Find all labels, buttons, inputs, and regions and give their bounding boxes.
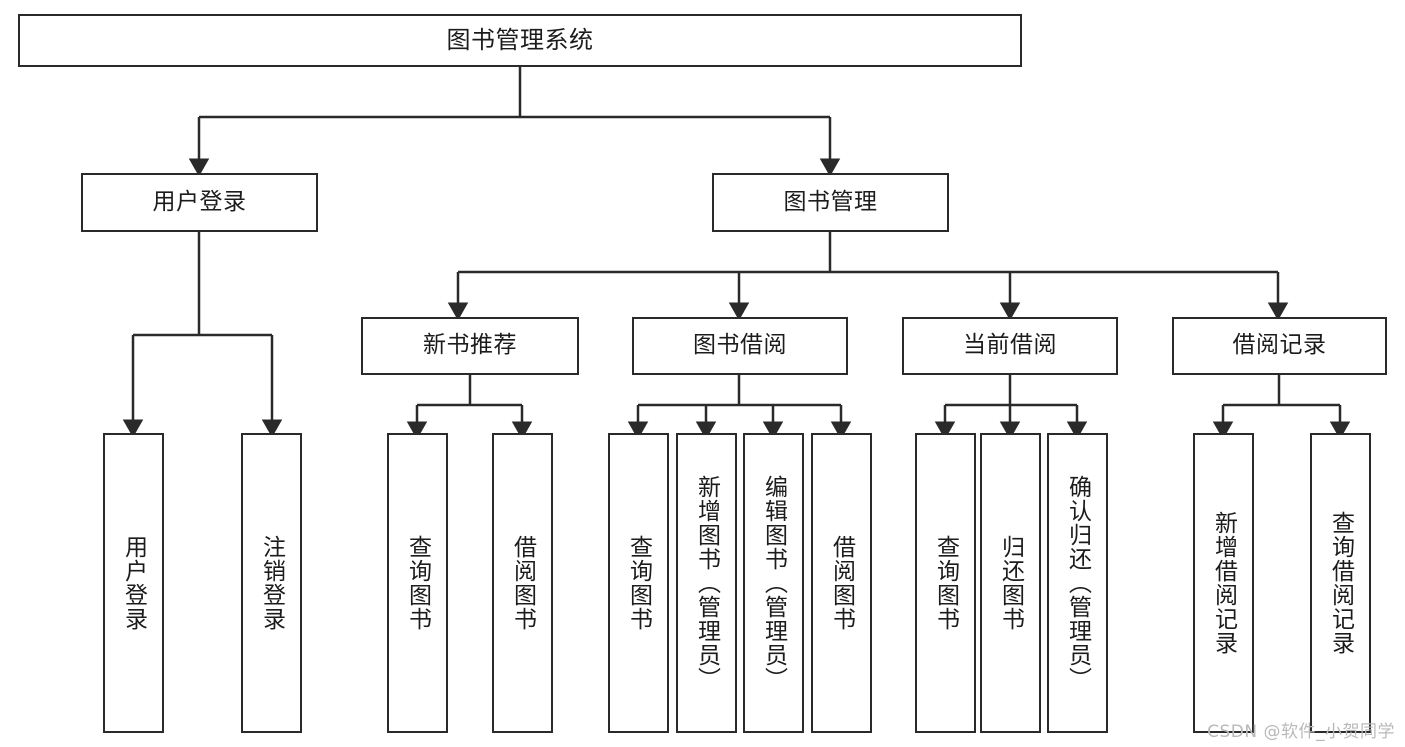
node-leaf-logout-login[interactable]: 注销登录 xyxy=(241,433,302,733)
node-leaf-borrow-book-1[interactable]: 借阅图书 xyxy=(492,433,553,733)
node-book-borrow-label: 图书借阅 xyxy=(693,332,787,359)
node-leaf-logout-login-label: 注销登录 xyxy=(258,535,285,631)
node-new-book-recommend[interactable]: 新书推荐 xyxy=(361,317,579,375)
node-leaf-add-book[interactable]: 新增图书（管理员） xyxy=(676,433,737,733)
node-leaf-borrow-book-2-label: 借阅图书 xyxy=(828,535,855,631)
node-current-borrow[interactable]: 当前借阅 xyxy=(902,317,1118,375)
node-user-login[interactable]: 用户登录 xyxy=(81,173,318,232)
node-leaf-query-record[interactable]: 查询借阅记录 xyxy=(1310,433,1371,733)
node-leaf-query-book-3[interactable]: 查询图书 xyxy=(915,433,976,733)
node-leaf-return-book[interactable]: 归还图书 xyxy=(980,433,1041,733)
node-leaf-add-record-label: 新增借阅记录 xyxy=(1210,511,1237,655)
node-root[interactable]: 图书管理系统 xyxy=(18,14,1022,67)
node-book-manage-label: 图书管理 xyxy=(783,188,878,215)
connector-group-root xyxy=(188,67,841,177)
node-leaf-add-book-label: 新增图书（管理员） xyxy=(693,475,720,691)
node-new-book-recommend-label: 新书推荐 xyxy=(423,332,517,359)
node-leaf-edit-book[interactable]: 编辑图书（管理员） xyxy=(743,433,804,733)
node-leaf-user-login[interactable]: 用户登录 xyxy=(103,433,164,733)
connector-group-book-manage xyxy=(447,232,1289,321)
connector-group-borrow-record xyxy=(1212,375,1351,440)
node-borrow-record-label: 借阅记录 xyxy=(1232,332,1327,359)
connector-group-current-borrow xyxy=(934,375,1088,440)
connector-group-book-borrow xyxy=(627,375,852,440)
connector-group-new-book-recommend xyxy=(406,375,533,440)
node-book-manage[interactable]: 图书管理 xyxy=(712,173,949,232)
node-leaf-user-login-label: 用户登录 xyxy=(120,535,147,631)
node-user-login-label: 用户登录 xyxy=(152,188,247,215)
node-leaf-query-book-2[interactable]: 查询图书 xyxy=(608,433,669,733)
node-leaf-confirm-return-label: 确认归还（管理员） xyxy=(1064,475,1091,691)
node-leaf-edit-book-label: 编辑图书（管理员） xyxy=(760,475,787,691)
node-leaf-query-book-1[interactable]: 查询图书 xyxy=(387,433,448,733)
node-leaf-query-book-1-label: 查询图书 xyxy=(404,535,431,631)
node-leaf-add-record[interactable]: 新增借阅记录 xyxy=(1193,433,1254,733)
node-leaf-query-book-2-label: 查询图书 xyxy=(625,535,652,631)
node-leaf-borrow-book-1-label: 借阅图书 xyxy=(509,535,536,631)
node-leaf-borrow-book-2[interactable]: 借阅图书 xyxy=(811,433,872,733)
node-book-borrow[interactable]: 图书借阅 xyxy=(632,317,848,375)
node-root-label: 图书管理系统 xyxy=(446,26,594,55)
connector-group-user-login xyxy=(122,232,283,438)
node-borrow-record[interactable]: 借阅记录 xyxy=(1172,317,1387,375)
node-leaf-confirm-return[interactable]: 确认归还（管理员） xyxy=(1047,433,1108,733)
node-leaf-return-book-label: 归还图书 xyxy=(997,535,1024,631)
node-leaf-query-book-3-label: 查询图书 xyxy=(932,535,959,631)
node-current-borrow-label: 当前借阅 xyxy=(963,332,1057,359)
node-leaf-query-record-label: 查询借阅记录 xyxy=(1327,511,1354,655)
